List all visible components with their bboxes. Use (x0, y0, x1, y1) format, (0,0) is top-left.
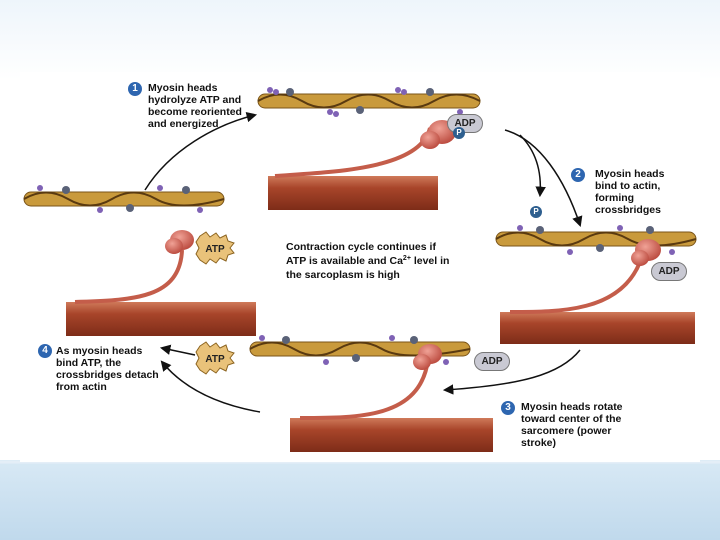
thick-filament-3 (290, 418, 493, 452)
arrow-step2-to-3 (442, 349, 581, 395)
actin-filament-4 (23, 191, 225, 207)
arrow-step4-to-1 (144, 111, 258, 191)
arrow-step3-to-4 (160, 360, 261, 413)
step-text-2: Myosin heads bind to actin, forming cros… (595, 168, 665, 216)
atp-label-lower: ATP (205, 354, 225, 365)
thick-filament-2 (500, 312, 695, 344)
myosin-neck-2 (509, 261, 642, 314)
thick-filament-4 (66, 302, 256, 336)
arrow-p-release (519, 134, 546, 198)
step-badge-2: 2 (571, 168, 585, 182)
top-band (0, 0, 720, 80)
adp-pill-2: ADP (651, 262, 687, 281)
bottom-band (0, 460, 720, 540)
troponin-clusters (37, 87, 675, 365)
caption-line-3: the sarcoplasm is high (286, 269, 400, 281)
arrow-atp-binding (159, 344, 196, 356)
myosin-head-1b (420, 131, 440, 149)
figure-panel (20, 72, 700, 462)
atp-starburst-lower: ATP (195, 341, 235, 375)
caption-line-1: Contraction cycle continues if (286, 241, 436, 253)
step-badge-3: 3 (501, 401, 515, 415)
myosin-head-3b (413, 354, 431, 370)
atp-label-4: ATP (205, 244, 225, 255)
caption-line-2: ATP is available and Ca2+ level in (286, 255, 449, 267)
tropomyosin-clusters (62, 88, 654, 362)
step-text-4: As myosin heads bind ATP, the crossbridg… (56, 345, 159, 393)
step-badge-1: 1 (128, 82, 142, 96)
arrow-step1-to-2 (504, 129, 583, 227)
myosin-head-4b (165, 238, 183, 254)
myosin-neck-3 (299, 359, 430, 420)
adp-pill-3: ADP (474, 352, 510, 371)
actin-filament-2 (495, 231, 697, 247)
step-text-1: Myosin heads hydrolyze ATP and become re… (148, 82, 242, 130)
step-text-3: Myosin heads rotate toward center of the… (521, 401, 623, 449)
actin-filament-3 (249, 341, 471, 357)
step-badge-4: 4 (38, 344, 52, 358)
atp-starburst-4: ATP (195, 231, 235, 265)
phosphate-marker-2: P (530, 206, 542, 218)
myosin-neck-4 (74, 249, 184, 304)
thick-filament-1 (268, 176, 438, 210)
actin-filament-1 (257, 93, 481, 109)
myosin-head-2b (631, 250, 649, 266)
phosphate-marker-1: P (453, 127, 465, 139)
